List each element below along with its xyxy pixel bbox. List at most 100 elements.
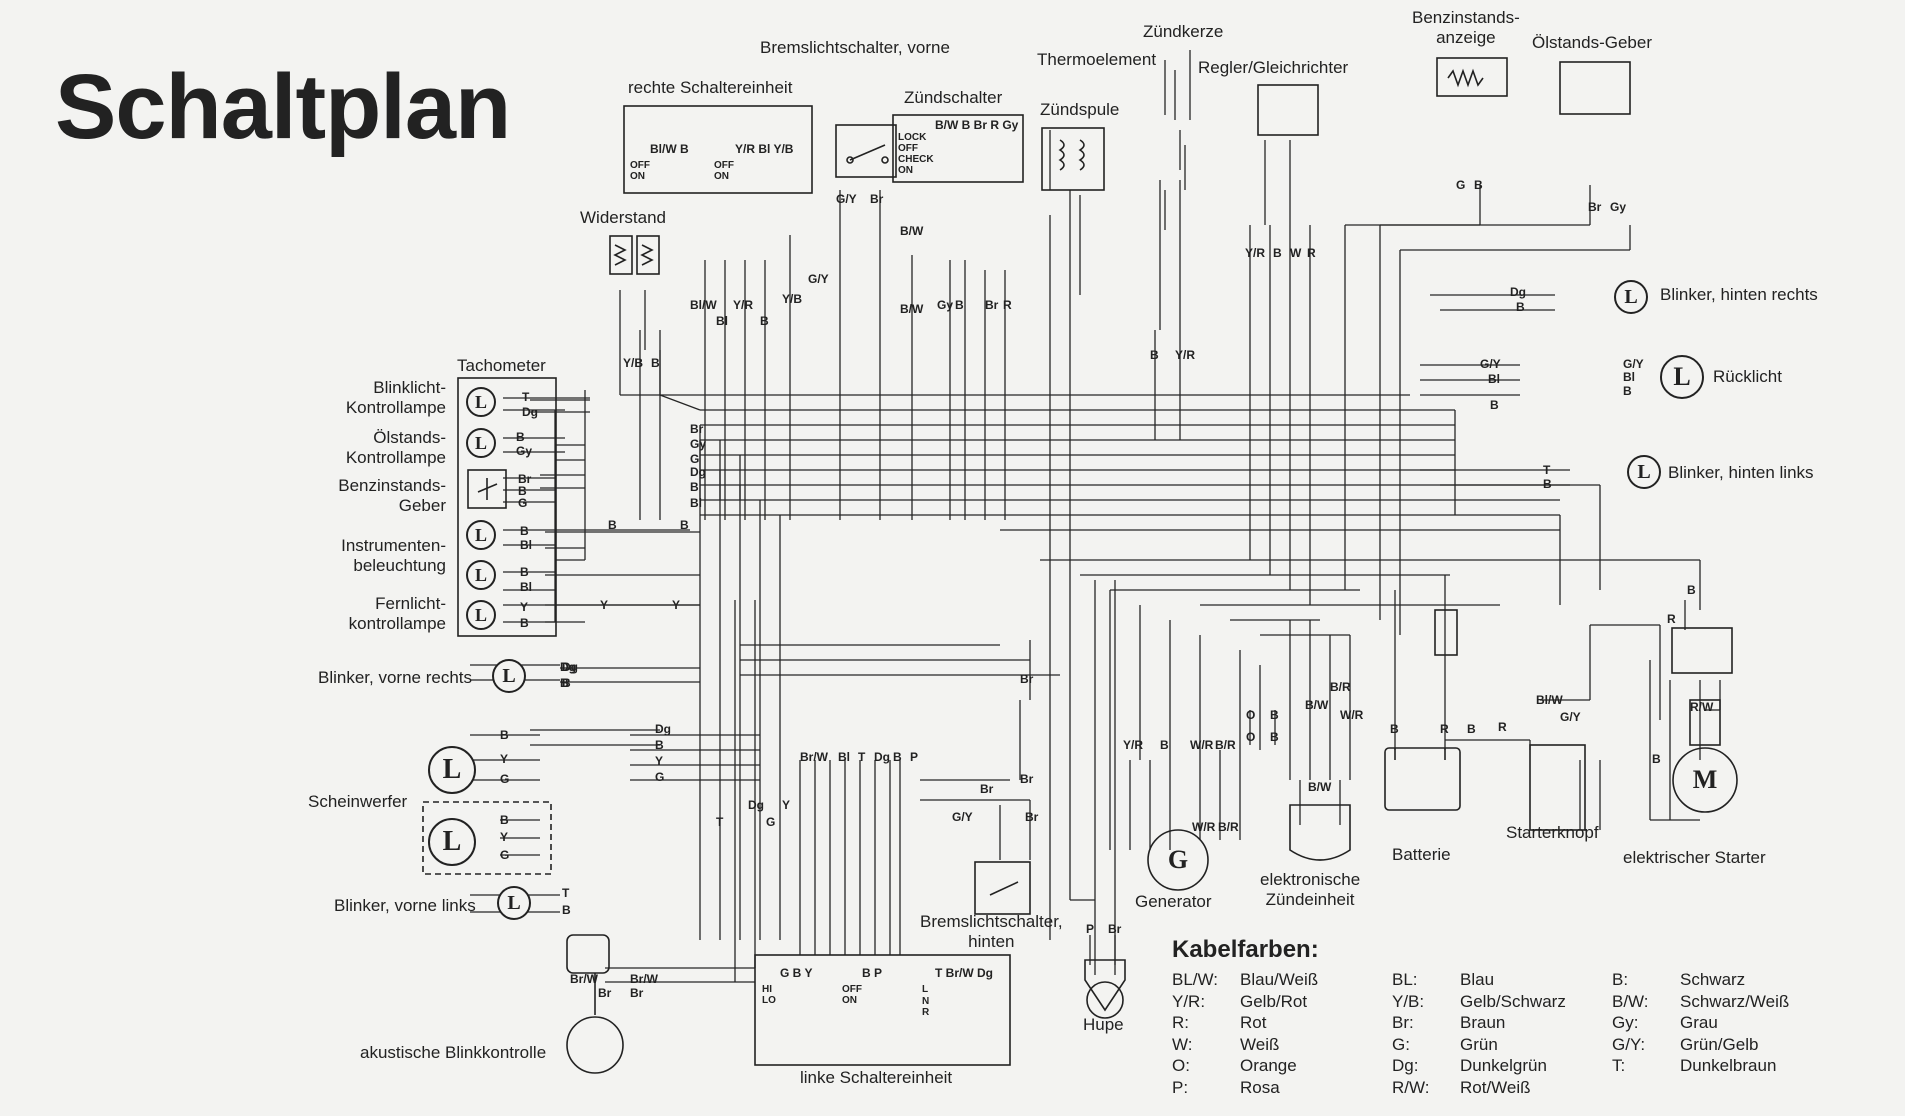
- wire-code: W: [1290, 246, 1302, 260]
- wire-code: Y/R: [1123, 738, 1144, 752]
- legend-color-name: Braun: [1460, 1013, 1506, 1032]
- wire-code: Y: [782, 798, 791, 812]
- wire-code: Dg: [522, 405, 538, 419]
- wire-code: B: [562, 903, 571, 917]
- wire-code: B: [1270, 708, 1279, 722]
- wire-code: W/R: [1340, 708, 1364, 722]
- wire-code: G: [518, 496, 528, 510]
- wire-code: T: [858, 750, 866, 764]
- wire-code: Bl/W: [1536, 693, 1563, 707]
- lamp-instrument-2: L: [466, 560, 496, 590]
- label-generator: Generator: [1135, 892, 1212, 911]
- legend-color-name: Rosa: [1240, 1077, 1280, 1097]
- label-bremslichtschalter-hinten: Bremslichtschalter, hinten: [920, 912, 1063, 951]
- wire-code: B/R: [1330, 680, 1351, 694]
- wire-code: B/W: [1305, 698, 1329, 712]
- zuend-rows: LOCK OFF CHECK ON: [898, 132, 934, 176]
- legend-title: Kabelfarben:: [1172, 936, 1319, 963]
- wire-code: Y/R: [733, 298, 754, 312]
- wire-code: Y/R: [1175, 348, 1196, 362]
- wire-code: Br: [630, 986, 644, 1000]
- links-c-rows: L N R: [922, 984, 930, 1018]
- wire-code: B/R: [1215, 738, 1236, 752]
- lamp-blinklicht: L: [466, 387, 496, 417]
- wire-code: O: [1246, 730, 1256, 744]
- wire-code: Gy: [1610, 200, 1627, 214]
- label-zuendkerze: Zündkerze: [1143, 22, 1224, 41]
- label-akustische-blinkkontrolle: akustische Blinkkontrolle: [360, 1043, 547, 1062]
- wire-code: R: [1667, 612, 1676, 626]
- page-title: Schaltplan: [55, 56, 511, 158]
- legend-color-name: Grau: [1680, 1013, 1718, 1032]
- wire-code: W/R: [1192, 820, 1216, 834]
- wire-code: Bl: [520, 538, 532, 552]
- wire-code: T: [522, 390, 530, 404]
- wire-code: B: [1270, 730, 1279, 744]
- links-a-head: G B Y: [780, 966, 813, 980]
- wire-code: Gy: [690, 437, 707, 451]
- label-oelstands-kontrollampe: Ölstands- Kontrollampe: [345, 428, 446, 467]
- legend-code: G/Y:: [1612, 1034, 1646, 1054]
- lamp-scheinwerfer-1: L: [428, 746, 476, 794]
- wire-code: B: [500, 728, 509, 742]
- label-scheinwerfer: Scheinwerfer: [308, 792, 408, 811]
- legend-code: BL:: [1392, 970, 1418, 989]
- wire-code: B: [893, 750, 902, 764]
- legend-color-name: Gelb/Rot: [1240, 991, 1308, 1011]
- lamp-scheinwerfer-2: L: [428, 818, 476, 866]
- label-blinker-hinten-links: Blinker, hinten links: [1668, 463, 1814, 482]
- legend-color-name: Dunkelgrün: [1460, 1056, 1547, 1075]
- wire-code: R: [1307, 246, 1316, 260]
- wire-code: G/Y: [1560, 710, 1581, 724]
- label-thermoelement: Thermoelement: [1037, 50, 1157, 69]
- label-blinker-hinten-rechts: Blinker, hinten rechts: [1660, 285, 1818, 304]
- legend-code: T:: [1612, 1056, 1626, 1075]
- wire-code: Dg: [1510, 285, 1526, 299]
- wire-code: Gy: [516, 444, 533, 458]
- wire-code: G/Y: [1623, 357, 1644, 371]
- legend-color-name: Blau/Weiß: [1240, 970, 1319, 989]
- wire-code: G: [655, 770, 665, 784]
- wire-code: B: [560, 676, 569, 690]
- legend-code: O:: [1172, 1056, 1190, 1075]
- rechte-b-head: Y/R Bl Y/B: [735, 142, 794, 156]
- label-linke-schaltereinheit: linke Schaltereinheit: [800, 1068, 953, 1087]
- legend-code: B:: [1612, 970, 1629, 989]
- wire-code: Y: [500, 830, 509, 844]
- label-blinker-vorne-links: Blinker, vorne links: [334, 896, 476, 915]
- rechte-a-rows: OFF ON: [630, 160, 650, 182]
- wire-code: B: [516, 430, 525, 444]
- label-oelstands-geber: Ölstands-Geber: [1532, 33, 1652, 52]
- wire-code: G/Y: [836, 192, 857, 206]
- wire-code: G/Y: [808, 272, 829, 286]
- lamp-blinker-hinten-rechts: L: [1614, 280, 1648, 314]
- label-bremslichtschalter-vorne: Bremslichtschalter, vorne: [760, 38, 950, 57]
- wire-code: B/W: [900, 302, 924, 316]
- wire-code: Br: [690, 422, 704, 436]
- wire-code: Gy: [937, 298, 954, 312]
- wire-code: Br/W: [630, 972, 658, 986]
- wire-code: Br: [1020, 672, 1034, 686]
- legend-color-name: Blau: [1460, 970, 1495, 989]
- label-blinker-vorne-rechts: Blinker, vorne rechts: [318, 668, 473, 687]
- legend-code: Gy:: [1612, 1013, 1639, 1032]
- lamp-instrument-1: L: [466, 520, 496, 550]
- motor-symbol: M: [1692, 765, 1718, 794]
- wire-code: Dg: [655, 722, 671, 736]
- wire-code: Bl: [520, 580, 532, 594]
- lamp-blinker-hinten-links: L: [1627, 455, 1661, 489]
- wire-code: Bl: [1623, 370, 1635, 384]
- wire-code: Y/R: [1245, 246, 1266, 260]
- legend-code: Y/R:: [1172, 991, 1206, 1011]
- lamp-blinker-vorne-rechts: L: [492, 659, 526, 693]
- wire-code: Y/B: [623, 356, 644, 370]
- lamp-fernlicht: L: [466, 600, 496, 630]
- label-zuendschalter: Zündschalter: [904, 88, 1003, 107]
- label-elektronische-zuendeinheit: elektronische Zündeinheit: [1260, 870, 1361, 909]
- wire-code: Br: [985, 298, 999, 312]
- wire-code: Br/W: [800, 750, 828, 764]
- label-zuendspule: Zündspule: [1040, 100, 1120, 119]
- legend-color-name: Weiß: [1240, 1034, 1280, 1054]
- wire-code: Bl: [716, 314, 728, 328]
